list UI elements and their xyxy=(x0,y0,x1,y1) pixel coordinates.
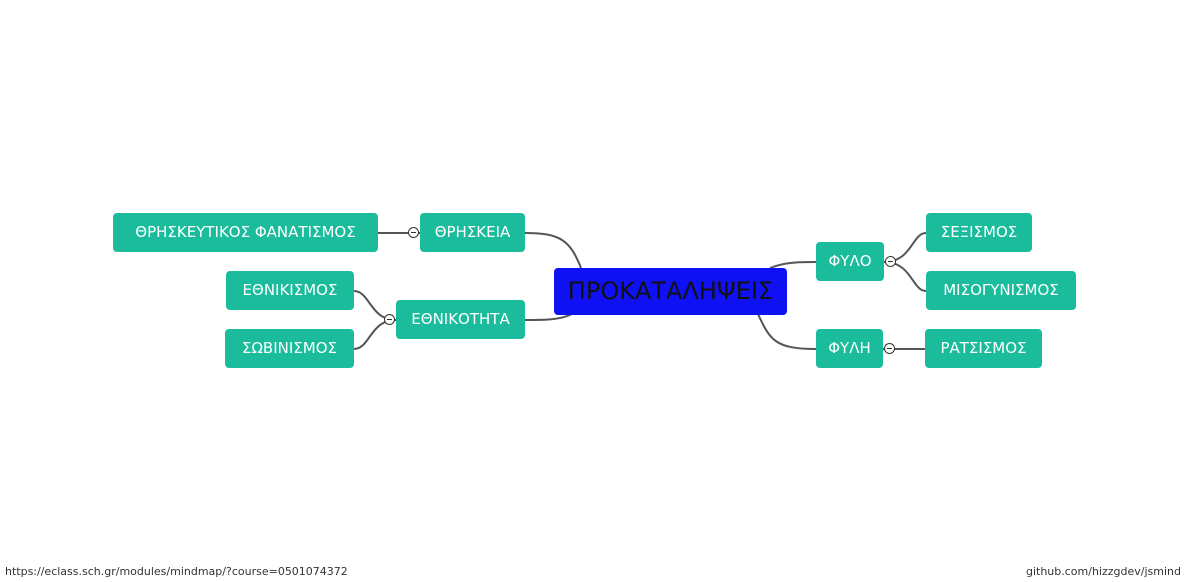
line-root-thriskeia xyxy=(524,232,582,269)
root-node[interactable]: ΠΡΟΚΑΤΑΛΗΨΕΙΣ xyxy=(554,268,787,315)
node-thriskeia[interactable]: ΘΡΗΣΚΕΙΑ xyxy=(420,213,525,252)
credit-text: github.com/hizzgdev/jsmind xyxy=(1025,565,1181,578)
node-sexismos[interactable]: ΣΕΞΙΣΜΟΣ xyxy=(926,213,1032,252)
node-sovinismos[interactable]: ΣΩΒΙΝΙΣΜΟΣ xyxy=(225,329,354,368)
line-root-fylo xyxy=(769,261,817,269)
line-root-ethnikotita xyxy=(524,313,573,321)
collapse-toggle-fylo[interactable] xyxy=(885,256,896,267)
node-fylo[interactable]: ΦΥΛΟ xyxy=(816,242,884,281)
node-fyli[interactable]: ΦΥΛΗ xyxy=(816,329,883,368)
line-root-fyli xyxy=(757,313,817,350)
collapse-toggle-thriskeia[interactable] xyxy=(408,227,419,238)
node-misogynismos[interactable]: ΜΙΣΟΓΥΝΙΣΜΟΣ xyxy=(926,271,1076,310)
node-thriskeftikos-fanatismos[interactable]: ΘΡΗΣΚΕΥΤΙΚΟΣ ΦΑΝΑΤΙΣΜΟΣ xyxy=(113,213,378,252)
node-ethnikotita[interactable]: ΕΘΝΙΚΟΤΗΤΑ xyxy=(396,300,525,339)
node-ratsismos[interactable]: ΡΑΤΣΙΣΜΟΣ xyxy=(925,329,1042,368)
node-ethnikismos[interactable]: ΕΘΝΙΚΙΣΜΟΣ xyxy=(226,271,354,310)
collapse-toggle-fyli[interactable] xyxy=(884,343,895,354)
source-url-text: https://eclass.sch.gr/modules/mindmap/?c… xyxy=(5,565,348,578)
collapse-toggle-ethnikotita[interactable] xyxy=(384,314,395,325)
